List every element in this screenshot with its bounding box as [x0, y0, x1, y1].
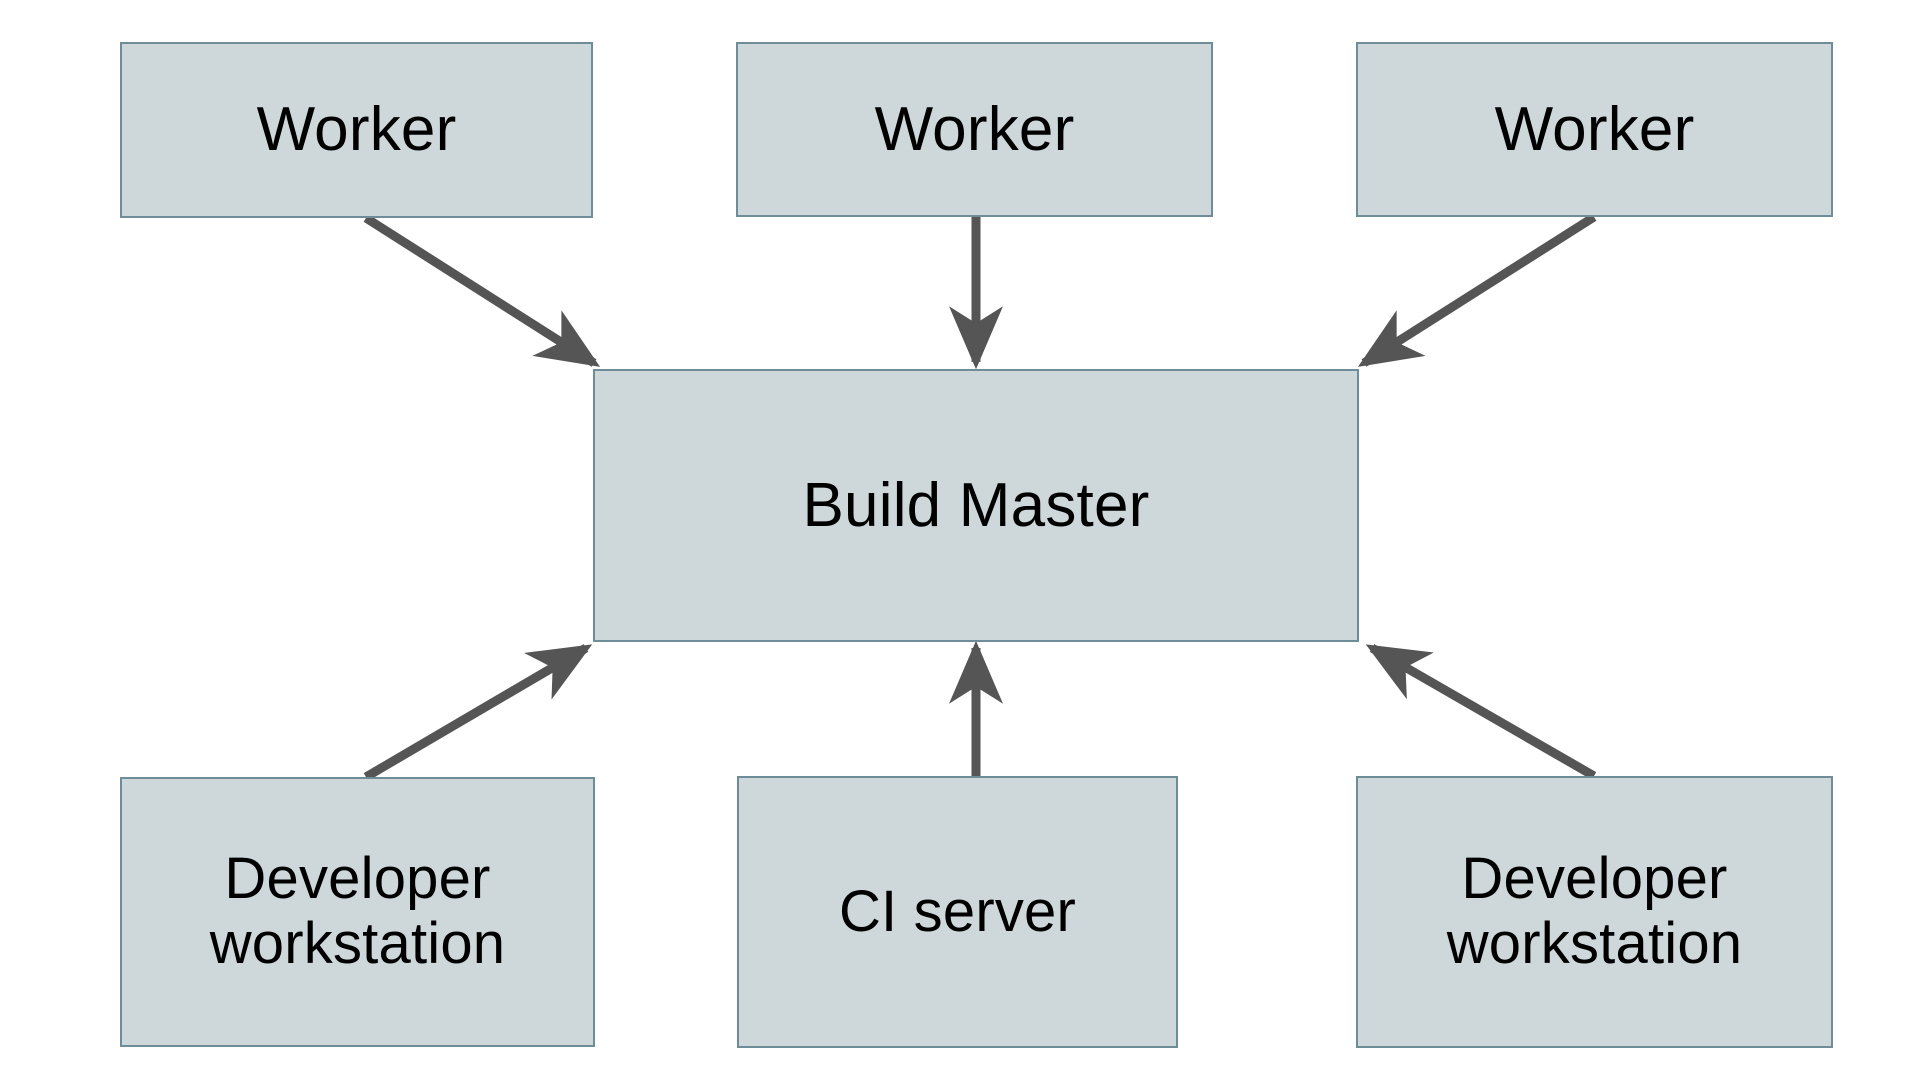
node-dev-workstation-left-label: Developer workstation: [209, 846, 506, 976]
node-build-master[interactable]: Build Master: [593, 369, 1359, 642]
node-dev-workstation-right[interactable]: Developer workstation: [1356, 776, 1833, 1048]
edge-dev-workstation-right-to-build-master: [1365, 644, 1597, 780]
edge-worker-3-to-build-master: [1357, 213, 1597, 367]
node-ci-server[interactable]: CI server: [737, 776, 1178, 1048]
node-worker-1-label: Worker: [256, 95, 457, 165]
node-worker-3-label: Worker: [1494, 94, 1695, 164]
edge-worker-1-to-build-master: [363, 214, 601, 367]
node-worker-3[interactable]: Worker: [1356, 42, 1833, 217]
node-dev-workstation-right-label: Developer workstation: [1446, 846, 1743, 976]
node-worker-1[interactable]: Worker: [120, 42, 593, 218]
node-ci-server-label: CI server: [838, 878, 1077, 944]
edge-dev-workstation-left-to-build-master: [363, 644, 593, 781]
node-dev-workstation-left[interactable]: Developer workstation: [120, 777, 595, 1047]
node-worker-2-label: Worker: [874, 94, 1075, 164]
node-worker-2[interactable]: Worker: [736, 42, 1213, 217]
node-build-master-label: Build Master: [802, 470, 1150, 540]
